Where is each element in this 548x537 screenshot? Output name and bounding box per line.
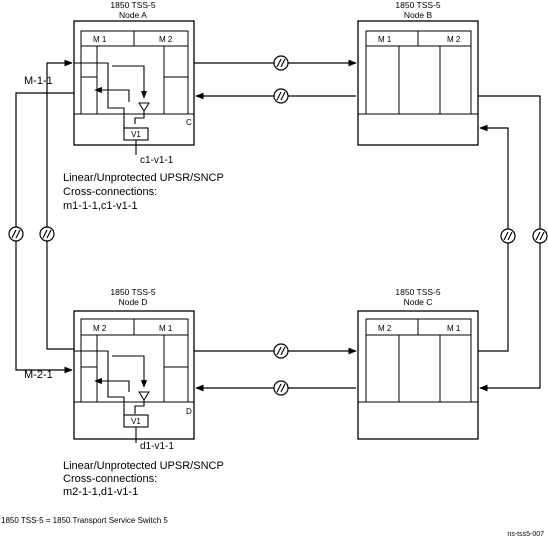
node-a-card-left: M 1 (93, 35, 107, 44)
node-a: 1850 TSS-5 Node A M 1 M 2 C V1 c1-v1-1 (73, 0, 195, 166)
node-c-card-left: M 2 (378, 324, 392, 333)
fiber-connector-icon (8, 226, 24, 242)
note-a-line2: Cross-connections: (63, 186, 157, 198)
fiber-connector-icon (273, 55, 289, 71)
node-a-bridge (138, 102, 150, 112)
node-b-card-left: M 1 (378, 35, 392, 44)
fiber-connector-icon (273, 380, 289, 396)
node-c-card-right: M 1 (447, 324, 461, 333)
figure-id: ns-tss5-007 (507, 531, 544, 537)
node-b: 1850 TSS-5 Node B M 1 M 2 (357, 0, 479, 146)
node-a-xc-path-in (74, 62, 125, 130)
node-c: 1850 TSS-5 Node C M 2 M 1 (357, 287, 479, 440)
node-d-xc-path-in (74, 350, 125, 417)
node-d-name: Node D (119, 297, 148, 307)
line-port-d: M-2-1 (24, 369, 53, 381)
node-a-xc-path-down (112, 65, 148, 99)
node-d-xc-path-out (94, 377, 130, 392)
node-d-model: 1850 TSS-5 (110, 287, 155, 297)
fiber-connector-icon (532, 228, 548, 244)
node-a-name: Node A (119, 10, 147, 20)
node-a-card-right: M 2 (159, 35, 173, 44)
line-port-a: M-1-1 (24, 75, 53, 87)
note-a-line1: Linear/Unprotected UPSR/SNCP (63, 172, 224, 184)
node-d: 1850 TSS-5 Node D M 2 M 1 D V1 d1-v1-1 (73, 287, 195, 452)
node-c-model: 1850 TSS-5 (395, 287, 440, 297)
node-a-vc-label: V1 (131, 130, 141, 139)
note-d-line2: Cross-connections: (63, 473, 157, 485)
node-a-model: 1850 TSS-5 (110, 0, 155, 10)
fiber-d-to-a (46, 59, 74, 350)
note-a-line3: m1-1-1,c1-v1-1 (63, 200, 138, 212)
node-d-vc-label: V1 (131, 417, 141, 426)
node-d-bridge (138, 391, 150, 401)
fiber-connector-icon (273, 343, 289, 359)
node-d-xc-path-down (112, 355, 148, 388)
node-d-card-left: M 2 (93, 324, 107, 333)
node-b-model: 1850 TSS-5 (395, 0, 440, 10)
node-c-name: Node C (404, 297, 433, 307)
note-d-line3: m2-1-1,d1-v1-1 (63, 486, 138, 498)
fiber-connector-icon (500, 228, 516, 244)
node-d-card-right: M 1 (159, 324, 173, 333)
node-a-xc-path-out (94, 86, 130, 102)
node-d-slot-label: D (186, 407, 192, 416)
node-b-name: Node B (404, 10, 433, 20)
note-d-line1: Linear/Unprotected UPSR/SNCP (63, 460, 224, 472)
fiber-connector-icon (39, 226, 55, 242)
node-d-drop-port: d1-v1-1 (140, 441, 174, 452)
node-b-card-right: M 2 (447, 35, 461, 44)
fiber-connector-icon (273, 88, 289, 104)
footer-legend: 1850 TSS-5 = 1850 Transport Service Swit… (1, 516, 168, 525)
node-a-slot-label: C (186, 118, 192, 127)
node-a-drop-port: c1-v1-1 (140, 155, 174, 166)
